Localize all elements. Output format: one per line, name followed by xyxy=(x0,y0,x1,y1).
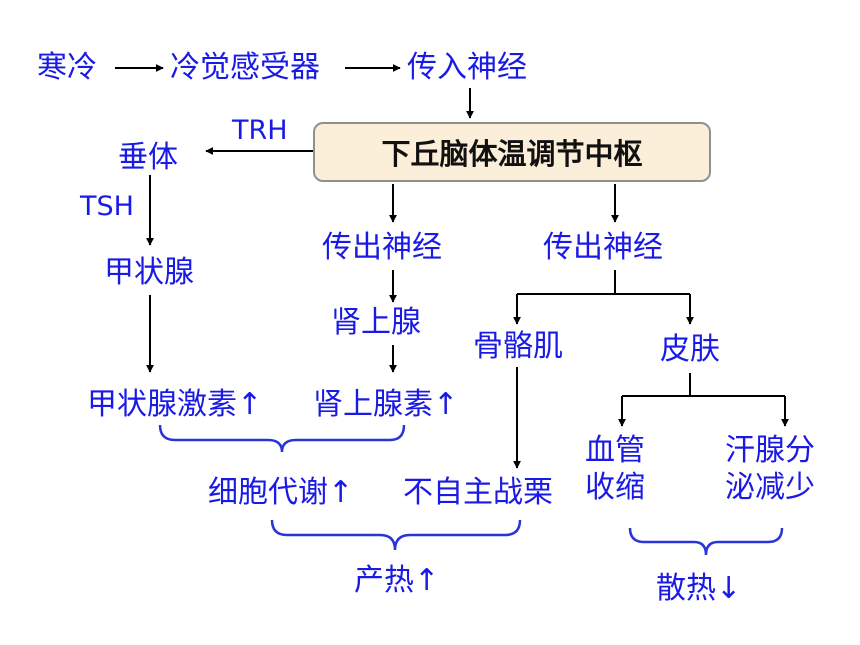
brace-heat-production xyxy=(270,519,522,551)
label-cold-receptor: 冷觉感受器 xyxy=(170,50,320,85)
label-cell-metabolism: 细胞代谢↑ xyxy=(208,475,354,510)
label-pituitary: 垂体 xyxy=(118,140,178,175)
label-vessel-constriction: 血管 收缩 xyxy=(585,433,645,506)
label-heat-production: 产热↑ xyxy=(354,563,440,598)
label-efferent-nerve-left: 传出神经 xyxy=(322,230,442,265)
hypothalamus-center-box: 下丘脑体温调节中枢 xyxy=(313,122,711,182)
hub-title: 下丘脑体温调节中枢 xyxy=(381,137,643,171)
label-skeletal-muscle: 骨骼肌 xyxy=(473,329,563,364)
vessel-line-1: 血管 xyxy=(585,433,645,468)
label-thyroid: 甲状腺 xyxy=(104,255,194,290)
sweat-line-2: 泌减少 xyxy=(725,469,815,505)
sweat-line-1: 汗腺分 xyxy=(725,433,815,468)
brace-hormones xyxy=(158,424,406,453)
label-shivering: 不自主战栗 xyxy=(403,475,553,510)
label-skin: 皮肤 xyxy=(660,332,720,367)
label-afferent-nerve: 传入神经 xyxy=(407,50,527,85)
label-heat-loss: 散热↓ xyxy=(656,571,742,606)
label-adrenal: 肾上腺 xyxy=(331,305,421,340)
label-cold: 寒冷 xyxy=(37,50,97,85)
label-tsh: TSH xyxy=(80,191,134,222)
label-sweat-reduction: 汗腺分 泌减少 xyxy=(725,433,815,506)
label-efferent-nerve-right: 传出神经 xyxy=(543,230,663,265)
brace-heat-loss xyxy=(628,527,784,556)
vessel-line-2: 收缩 xyxy=(585,469,645,505)
label-adrenal-hormone: 肾上腺素↑ xyxy=(313,387,459,422)
label-thyroid-hormone: 甲状腺激素↑ xyxy=(87,387,263,422)
label-trh: TRH xyxy=(232,115,288,146)
